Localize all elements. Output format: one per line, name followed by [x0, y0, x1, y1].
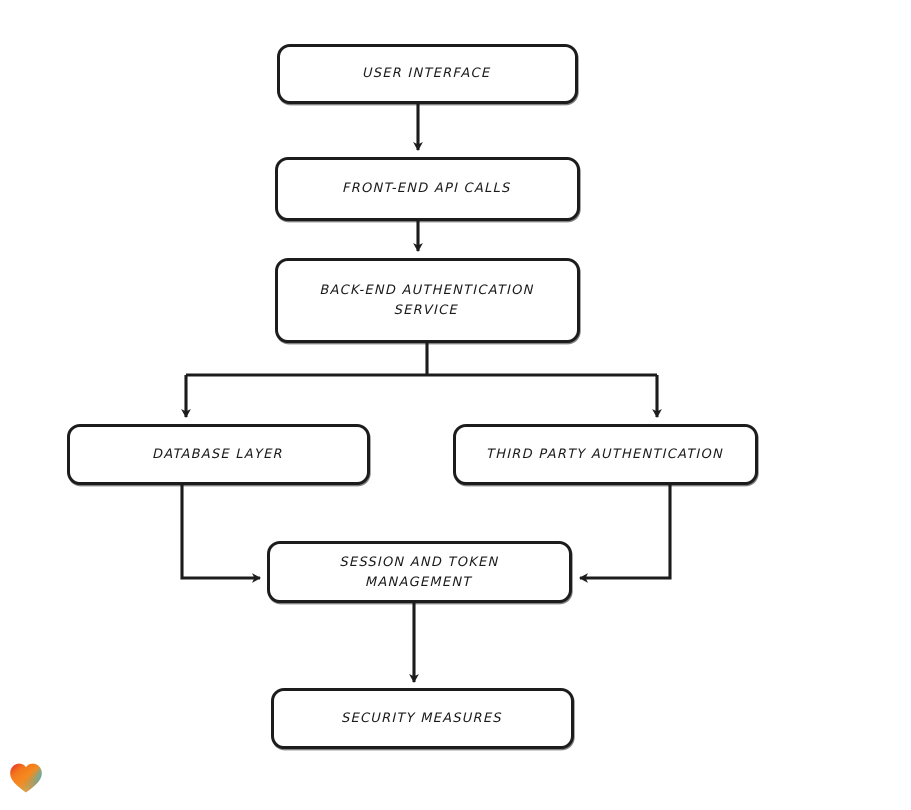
node-label-database-layer: Database Layer — [152, 446, 285, 462]
node-label-third-party-authentication: Third Party Authentication — [486, 446, 725, 462]
node-user-interface[interactable]: User Interface — [277, 44, 578, 104]
node-front-end-api-calls[interactable]: Front-End API Calls — [275, 157, 580, 221]
node-label-user-interface: User Interface — [363, 66, 492, 82]
edge-thirdparty-to-session — [579, 485, 672, 583]
node-session-and-token-management[interactable]: Session and Token Management — [267, 541, 572, 603]
node-label-security-measures: Security Measures — [341, 710, 504, 726]
node-label-back-end-authentication-service: Back-End Authentication Service — [320, 283, 536, 318]
node-label-front-end-api-calls: Front-End API Calls — [342, 181, 513, 197]
node-back-end-authentication-service[interactable]: Back-End Authentication Service — [275, 258, 580, 343]
node-third-party-authentication[interactable]: Third Party Authentication — [453, 424, 758, 485]
gradient-heart-icon — [10, 763, 42, 793]
node-database-layer[interactable]: Database Layer — [67, 424, 370, 485]
edge-database-to-session — [180, 485, 261, 583]
node-security-measures[interactable]: Security Measures — [271, 688, 574, 749]
node-label-session-and-token-management: Session and Token Management — [340, 554, 500, 590]
